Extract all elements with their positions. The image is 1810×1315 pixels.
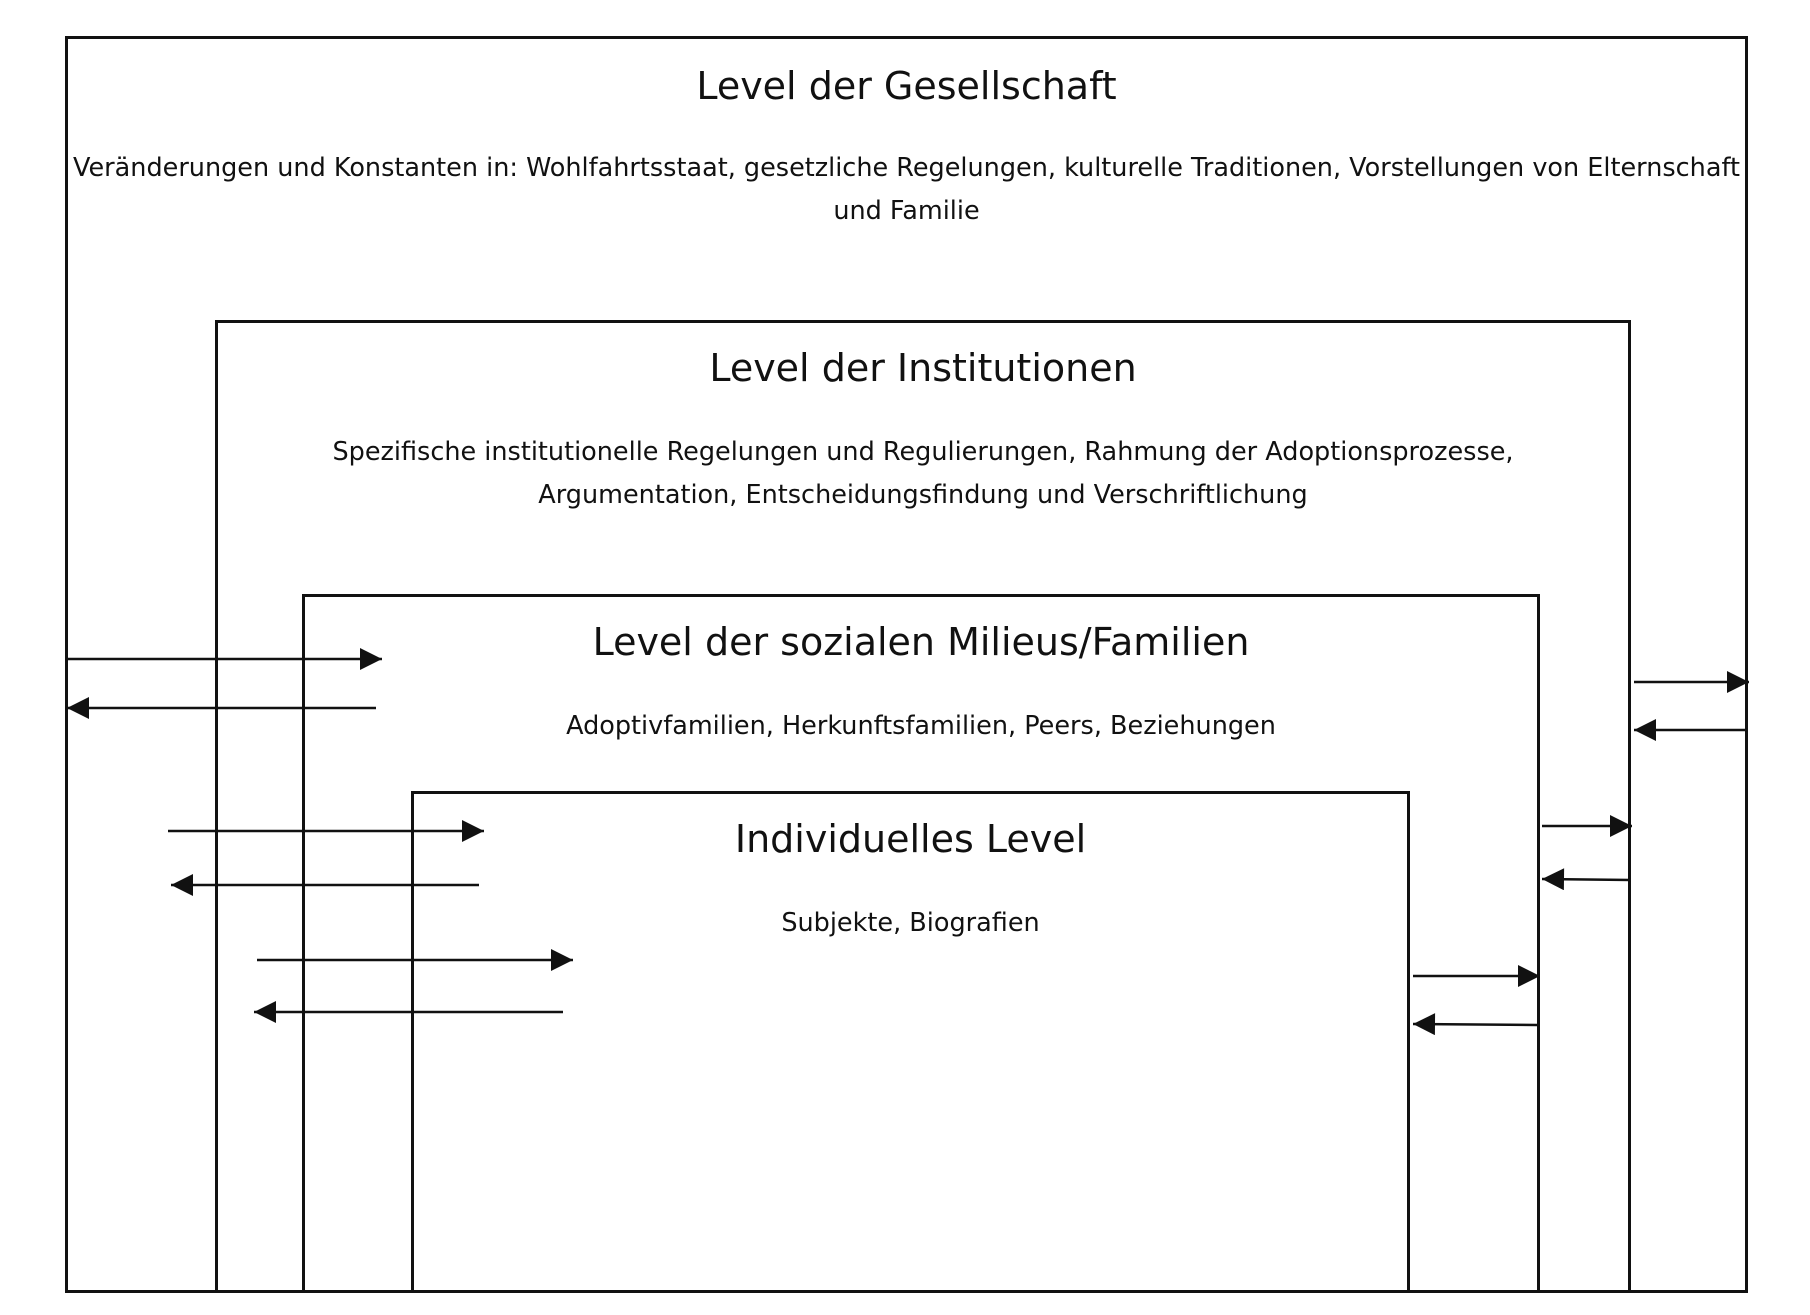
individual-level-description: Subjekte, Biografien — [781, 908, 1040, 938]
milieus-level-title: Level der sozialen Milieus/Familien — [592, 620, 1250, 664]
individual-level-box: Individuelles Level Subjekte, Biografien — [411, 791, 1410, 1293]
arrow-institutions-to-milieu — [1541, 868, 1632, 891]
society-level-description: Veränderungen und Konstanten in: Wohlfah… — [73, 153, 1740, 226]
institutions-level-title: Level der Institutionen — [709, 346, 1137, 390]
society-level-title: Level der Gesellschaft — [696, 64, 1117, 108]
milieus-level-description: Adoptivfamilien, Herkunftsfamilien, Peer… — [566, 711, 1276, 741]
individual-level-title: Individuelles Level — [734, 817, 1087, 861]
institutions-level-description: Spezifische institutionelle Regelungen u… — [332, 437, 1514, 510]
arrow-milieu-to-individual — [1412, 1013, 1538, 1036]
